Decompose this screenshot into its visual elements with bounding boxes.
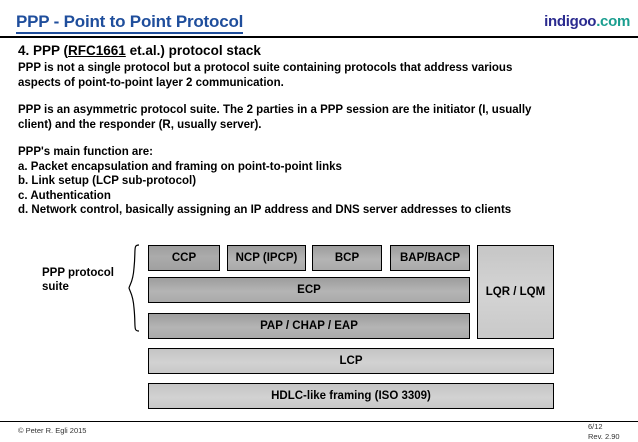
brand-logo: indigoo.com [544,13,630,30]
brand-logo-suffix: .com [596,13,630,30]
function-item-d: d. Network control, basically assigning … [18,204,512,216]
stack-box-bap-bacp[interactable]: BAP/BACP [390,245,470,271]
paragraph2-line1: PPP is an asymmetric protocol suite. The… [18,104,532,116]
spacer [18,90,624,103]
revision-number: Rev. 2.90 [588,431,620,441]
brand-logo-primary: indigoo [544,13,597,30]
stack-box-lqr-lqm[interactable]: LQR / LQM [477,245,554,339]
spacer [18,132,624,145]
paragraph1-line1: PPP is not a single protocol but a proto… [18,62,513,74]
section-heading-prefix: 4. PPP ( [18,43,69,58]
stack-box-lcp[interactable]: LCP [148,348,554,374]
slide-content: 4. PPP (RFC1661 et.al.) protocol stack P… [18,42,624,218]
stack-box-bcp[interactable]: BCP [312,245,382,271]
page-number: 6/12 [588,422,603,431]
stack-box-ccp[interactable]: CCP [148,245,220,271]
rfc-reference: RFC1661 [68,43,126,58]
function-item-a: a. Packet encapsulation and framing on p… [18,160,342,173]
paragraph2-line2: client) and the responder (R, usually se… [18,118,262,131]
function-item-b: b. Link setup (LCP sub-protocol) [18,175,197,187]
function-item-c: c. Authentication [18,189,111,202]
ppp-protocol-stack-diagram: PPP protocol suite CCP NCP (IPCP) BCP BA… [0,240,638,418]
section-heading: 4. PPP (RFC1661 et.al.) protocol stack [18,42,624,59]
copyright-text: © Peter R. Egli 2015 [18,426,87,435]
stack-box-ncp-ipcp[interactable]: NCP (IPCP) [227,245,306,271]
page-title: PPP - Point to Point Protocol [16,12,243,34]
curly-brace-icon [128,244,142,332]
section-heading-suffix: et.al.) protocol stack [125,43,261,58]
stack-box-pap-chap-eap[interactable]: PAP / CHAP / EAP [148,313,470,339]
suite-label-line2: suite [42,281,69,293]
page-meta: 6/12 Rev. 2.90 [588,422,620,441]
stack-box-ecp[interactable]: ECP [148,277,470,303]
functions-intro: PPP's main function are: [18,146,154,158]
suite-label-line1: PPP protocol [42,267,114,279]
footer-divider [0,421,638,422]
header-divider [0,36,638,38]
suite-label: PPP protocol suite [42,266,128,294]
slide-header: PPP - Point to Point Protocol indigoo.co… [0,0,638,34]
paragraph1-line2: aspects of point-to-point layer 2 commun… [18,76,284,89]
stack-box-hdlc-framing[interactable]: HDLC-like framing (ISO 3309) [148,383,554,409]
